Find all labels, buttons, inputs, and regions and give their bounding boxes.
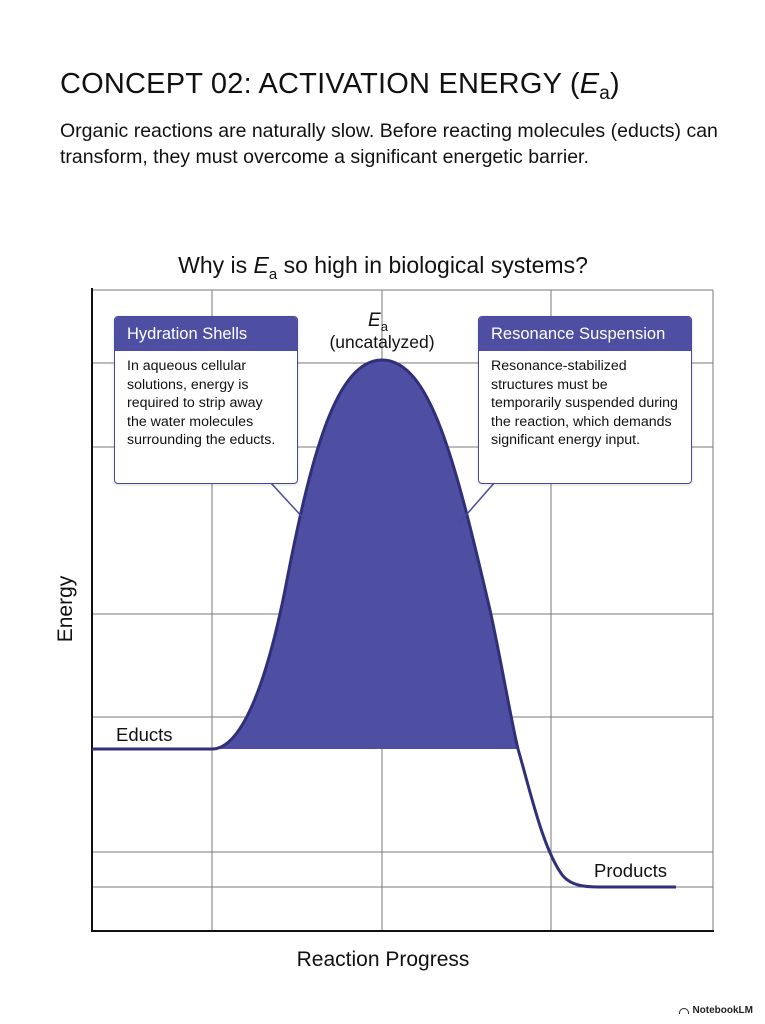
callout-hydration-shells: Hydration Shells In aqueous cellular sol… [114, 316, 298, 484]
brand-name: NotebookLM [692, 1005, 753, 1016]
page-title: CONCEPT 02: ACTIVATION ENERGY (Ea) [60, 68, 620, 105]
notebooklm-logo-icon [679, 1007, 690, 1014]
diagram-question: Why is Ea so high in biological systems? [178, 252, 588, 283]
activation-barrier-fill [212, 360, 518, 749]
energy-curve [92, 358, 676, 889]
products-label: Products [594, 860, 667, 881]
intro-paragraph: Organic reactions are naturally slow. Be… [60, 120, 718, 168]
y-axis-label: Energy [54, 575, 77, 642]
callout-connector-right [459, 481, 496, 523]
callout-resonance-suspension: Resonance Suspension Resonance-stabilize… [478, 316, 692, 484]
x-axis-label: Reaction Progress [297, 948, 470, 971]
callout-hydration-shells-header: Hydration Shells [115, 317, 297, 351]
title-suffix: ) [610, 68, 620, 100]
title-symbol: E [579, 68, 600, 100]
peak-symbol: Ea [368, 310, 389, 334]
callout-connector-left [269, 481, 306, 521]
educts-label: Educts [116, 724, 173, 745]
notebooklm-branding: NotebookLM [679, 1005, 753, 1016]
title-subscript: a [599, 83, 611, 104]
callout-resonance-suspension-header: Resonance Suspension [479, 317, 691, 351]
callout-hydration-shells-body: In aqueous cellular solutions, energy is… [127, 358, 276, 448]
callout-resonance-suspension-body: Resonance-stabilized structures must be … [491, 358, 678, 448]
peak-label: (uncatalyzed) [329, 332, 434, 352]
title-prefix: CONCEPT 02: ACTIVATION ENERGY ( [60, 68, 580, 100]
